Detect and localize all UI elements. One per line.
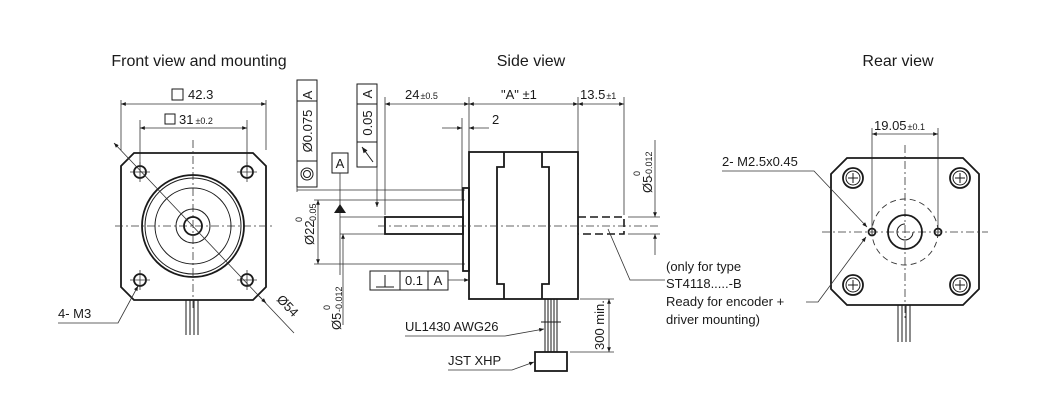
mount-holes-label: 4- M3 [58,306,91,321]
square-symbol-icon [164,113,176,125]
cable-label: UL1430 AWG26 [405,319,498,334]
front-shaft [384,216,464,235]
rear-wires [897,305,911,342]
encoder-hole-left [867,227,877,237]
dim-31-label: 31±0.2 [179,112,213,127]
gdt-runout-frame: A 0.05 [356,83,379,208]
encoder-hole-right [933,227,943,237]
gdt-concentricity-value: Ø0.075 [300,110,315,153]
concentricity-icon [300,167,314,181]
side-view: Side view A Ø0.075 A A [294,53,784,372]
thread-holes-label: 2- M2.5x0.45 [722,154,798,169]
boss-tol-lower: -0.05 [308,203,318,224]
rear-view-title: Rear view [862,53,934,70]
front-view-title: Front view and mounting [111,53,286,70]
dim-shaft-diam-label: Ø5 [329,313,344,330]
rear-shaft-tol-lower: -0.012 [644,151,654,177]
front-view: Front view and mounting 42.3 31±0.2 [58,53,302,335]
cable [541,299,561,352]
note-line-1: (only for type [666,259,741,274]
gdt-concentricity-frame: A Ø0.075 [296,79,465,192]
dim-42-label: 42.3 [188,87,213,102]
front-wires [185,300,199,335]
gdt-runout-value: 0.05 [360,110,375,135]
cable-length-label: 300 min. [592,300,607,350]
dim-square-inner: 31±0.2 [139,112,248,170]
gdt-perpendicularity-frame: 0.1 A [369,270,469,291]
connector-label: JST XHP [448,353,501,368]
gdt-perpendicularity-datum: A [434,273,443,288]
dim-flange-label: 2 [492,112,499,127]
rear-shaft-tol-upper: 0 [632,171,642,176]
note-line-2: ST4118.....-B [666,276,742,291]
dim-shaft-len-label: 24±0.5 [405,87,438,102]
rear-body-outline [830,157,980,306]
datum-a-label: A [336,156,345,171]
mount-holes [130,162,257,290]
note-line-3: Ready for encoder + [666,294,784,309]
dim-body-len-label: "A" ±1 [501,87,537,102]
gdt-concentricity-datum: A [300,90,315,99]
rear-view: Rear view 19.05±0.1 2- M2.5x0.45 [722,53,988,342]
jst-connector [534,351,568,372]
shaft-tol-upper: 0 [322,305,332,310]
dim-54-label: Ø54 [274,292,302,320]
gdt-runout-datum: A [360,89,375,98]
dim-hole-spacing-label: 19.05±0.1 [874,118,925,133]
dim-square-outer: 42.3 [120,87,267,150]
datum-a: A [331,152,349,275]
gdt-perpendicularity-value: 0.1 [405,273,423,288]
perpendicularity-icon [376,275,394,288]
shaft-tol-lower: -0.012 [334,286,344,312]
rear-shaft-hidden [578,216,625,235]
note-line-4: driver mounting) [666,312,760,327]
side-view-title: Side view [497,53,566,70]
square-symbol-icon [171,88,184,101]
dim-boss-diam-label: Ø22 [302,220,317,245]
runout-arrow-icon [361,146,374,163]
boss-tol-upper: 0 [294,217,304,222]
rear-screws [842,167,971,296]
dim-rear-shaft-diam-label: Ø5 [640,176,655,193]
front-body-outline [120,152,267,301]
dim-rear-shaft-label: 13.5±1 [580,87,616,102]
encoder-note: (only for type ST4118.....-B Ready for e… [666,259,784,327]
motor-body [468,151,579,300]
